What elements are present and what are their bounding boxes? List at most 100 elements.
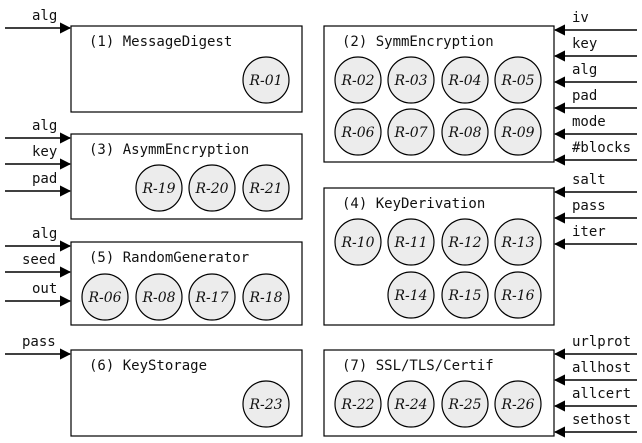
rule-label: R-23 [248,397,282,413]
rule-label: R-09 [500,125,534,141]
input-label: pass [572,198,606,214]
rule-label: R-11 [393,235,427,251]
rule-label: R-19 [141,181,175,197]
input-arrow: #blocks [553,140,637,166]
box-message-digest: (1) MessageDigest R-01 [70,25,303,113]
input-label: alg [32,8,57,24]
input-label: salt [572,172,606,188]
rule-circle: R-01 [242,56,290,104]
rule-label: R-05 [500,73,534,89]
input-label: key [572,36,597,52]
box-asymm-encryption: (3) AsymmEncryption R-19 R-20 R-21 [70,133,303,220]
rule-label: R-01 [248,73,282,89]
rule-label: R-08 [141,290,175,306]
rule-circle: R-09 [494,108,542,156]
rule-circle: R-24 [387,380,435,428]
box-key-derivation: (4) KeyDerivation R-10 R-11 R-12 R-13 R-… [323,187,555,326]
rule-label: R-25 [447,397,481,413]
input-label: out [32,281,57,297]
rule-circle: R-11 [387,218,435,266]
input-arrow: urlprot [553,334,637,360]
input-arrow: iv [553,10,637,36]
box-symm-encryption: (2) SymmEncryption R-02 R-03 R-04 R-05 R… [323,25,555,163]
rule-label: R-04 [447,73,481,89]
input-label: alg [32,118,57,134]
rule-circle: R-26 [494,380,542,428]
input-label: iv [572,10,589,26]
rule-circle: R-14 [387,271,435,319]
rule-label: R-20 [194,181,228,197]
box-title: (5) RandomGenerator [89,250,249,266]
input-arrow: allhost [553,360,637,386]
input-arrow: key [5,144,72,170]
input-label: seed [22,252,56,268]
input-arrow: allcert [553,386,637,412]
input-label: allhost [572,360,631,376]
rule-circle: R-17 [188,273,236,321]
rule-label: R-06 [87,290,121,306]
input-label: alg [572,62,597,78]
input-arrow: pad [5,171,72,197]
input-arrow: alg [5,118,72,144]
rule-circle: R-04 [441,56,489,104]
input-arrow: pass [5,334,72,360]
rule-label: R-03 [393,73,427,89]
box-title: (2) SymmEncryption [342,34,494,50]
input-label: pad [32,171,57,187]
input-arrow: out [5,281,72,307]
rule-circle: R-07 [387,108,435,156]
rule-circle: R-20 [188,164,236,212]
rule-circle: R-08 [441,108,489,156]
input-arrow: key [553,36,637,62]
input-label: allcert [572,386,631,402]
rule-label: R-08 [447,125,481,141]
input-arrow: alg [5,226,72,252]
box-random-generator: (5) RandomGenerator R-06 R-08 R-17 R-18 [70,241,303,326]
rule-circle: R-10 [334,218,382,266]
input-label: sethost [572,412,631,428]
rule-circle: R-02 [334,56,382,104]
rule-circle: R-12 [441,218,489,266]
rule-label: R-06 [340,125,374,141]
box-title: (3) AsymmEncryption [89,142,249,158]
input-label: pass [22,334,56,350]
rule-label: R-22 [340,397,374,413]
rule-circle: R-19 [135,164,183,212]
input-label: #blocks [572,140,631,156]
box-title: (7) SSL/TLS/Certif [342,358,494,374]
input-arrow: mode [553,114,637,140]
rule-circle: R-06 [81,273,129,321]
input-arrow: salt [553,172,637,198]
rule-label: R-10 [340,235,374,251]
rule-label: R-16 [500,288,534,304]
input-label: iter [572,224,606,240]
rule-circle: R-16 [494,271,542,319]
box-title: (4) KeyDerivation [342,196,485,212]
input-label: mode [572,114,606,130]
input-arrow: alg [553,62,637,88]
rule-circle: R-05 [494,56,542,104]
input-label: key [32,144,57,160]
rule-circle: R-06 [334,108,382,156]
input-arrow: iter [553,224,637,250]
box-ssl-tls-certif: (7) SSL/TLS/Certif R-22 R-24 R-25 R-26 [323,349,555,437]
rule-circle: R-15 [441,271,489,319]
rule-label: R-18 [248,290,282,306]
rule-circle: R-03 [387,56,435,104]
rule-label: R-21 [248,181,282,197]
rule-circle: R-22 [334,380,382,428]
input-arrow: sethost [553,412,637,438]
rule-circle: R-23 [242,380,290,428]
input-arrow: pad [553,88,637,114]
input-label: alg [32,226,57,242]
input-label: urlprot [572,334,631,350]
box-title: (1) MessageDigest [89,34,232,50]
input-arrow: alg [5,8,72,34]
rule-circle: R-08 [135,273,183,321]
rule-label: R-17 [194,290,228,306]
input-label: pad [572,88,597,104]
rule-label: R-15 [447,288,481,304]
rule-circle: R-21 [242,164,290,212]
box-title: (6) KeyStorage [89,358,207,374]
